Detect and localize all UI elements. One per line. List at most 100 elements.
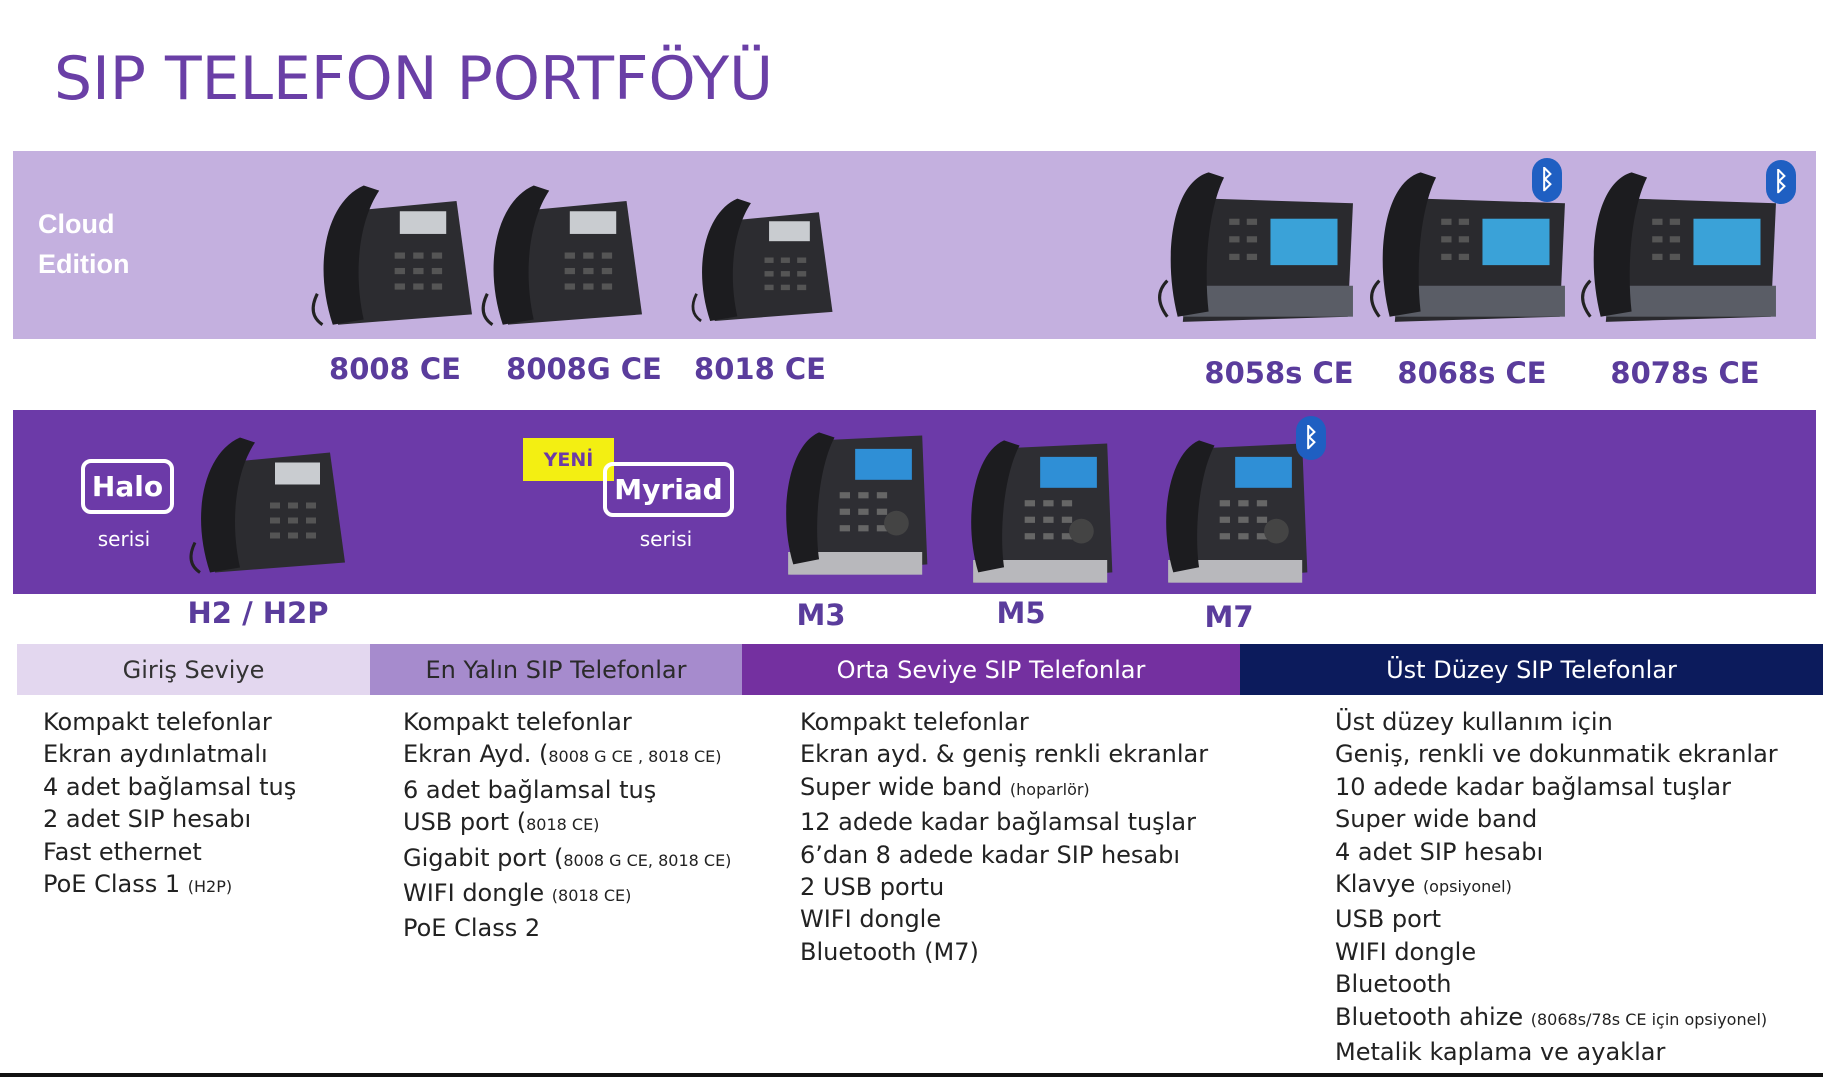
list-item-text: Kompakt telefonlar (800, 708, 1029, 736)
list-item-note: (H2P) (187, 877, 233, 897)
myriad-series-badge: Myriad (603, 462, 734, 517)
phone-h2-image (180, 420, 350, 585)
phone-8008g-ce-image (462, 170, 657, 335)
list-item: Fast ethernet (43, 836, 296, 868)
list-item-text: WIFI dongle (403, 879, 545, 908)
list-item: 4 adet bağlamsal tuş (43, 771, 296, 803)
list-item-text: Metalik kaplama ve ayaklar (1335, 1038, 1666, 1067)
list-item-text: 6’dan 8 adede kadar SIP hesabı (800, 840, 1181, 869)
cloud-edition-line2: Edition (38, 249, 130, 279)
phone-m5-image (945, 428, 1125, 593)
model-label: 8018 CE (694, 352, 826, 386)
cloud-edition-label: Cloud Edition (38, 204, 129, 284)
list-item-text: Ekran ayd. & geniş renkli ekranlar (800, 740, 1209, 769)
list-item: Bluetooth (M7) (800, 936, 1208, 968)
list-item-text: Gigabit port ( (403, 843, 564, 872)
list-item-text: Super wide band (800, 772, 1003, 801)
list-item: Kompakt telefonlar (800, 706, 1208, 738)
list-item-text: Fast ethernet (43, 837, 202, 866)
list-item: 6’dan 8 adede kadar SIP hesabı (800, 839, 1208, 871)
list-item: Kompakt telefonlar (43, 706, 296, 738)
list-item-text: 2 USB portu (800, 873, 945, 902)
list-item-note: (8068s/78s CE için opsiyonel) (1530, 1009, 1768, 1029)
list-item: Super wide band (1335, 803, 1778, 835)
list-item: WIFI dongle (8018 CE) (403, 877, 731, 912)
phone-8058s-ce-image (1150, 162, 1360, 327)
bluetooth-icon: ᛒ (1296, 416, 1326, 460)
list-item-note: (opsiyonel) (1422, 877, 1512, 897)
list-item-text: Geniş, renkli ve dokunmatik ekranlar (1335, 740, 1778, 769)
list-item-text: Ekran aydınlatmalı (43, 740, 268, 769)
list-item: Ekran aydınlatmalı (43, 738, 296, 770)
list-item: 4 adet SIP hesabı (1335, 836, 1778, 868)
list-item: Geniş, renkli ve dokunmatik ekranlar (1335, 738, 1778, 770)
list-item-text: Super wide band (1335, 805, 1538, 834)
list-item: PoE Class 2 (403, 912, 731, 944)
list-item-note: 8008 G CE , 8018 CE) (548, 747, 722, 767)
list-item: Ekran Ayd. (8008 G CE , 8018 CE) (403, 738, 731, 773)
list-item-text: Bluetooth (1335, 970, 1452, 999)
list-item: USB port (8018 CE) (403, 806, 731, 841)
list-item-text: Ekran Ayd. ( (403, 740, 549, 769)
list-item-note: 8018 CE) (526, 815, 600, 835)
phone-8018-ce-image (675, 185, 845, 330)
myriad-series-sub: serisi (639, 527, 693, 551)
model-label: 8008 CE (329, 352, 461, 386)
list-item-text: 4 adet SIP hesabı (1335, 837, 1544, 866)
header-entry-level: Giriş Seviye (17, 644, 370, 695)
halo-series-sub: serisi (97, 527, 151, 551)
header-high-end: Üst Düzey SIP Telefonlar (1240, 644, 1823, 695)
list-item-text: 4 adet bağlamsal tuş (43, 772, 297, 801)
model-label: M7 (1204, 600, 1254, 634)
phone-m3-image (760, 420, 940, 585)
list-item-text: Kompakt telefonlar (403, 708, 632, 736)
list-item-text: Kompakt telefonlar (43, 708, 272, 736)
list-item-text: USB port (1335, 905, 1442, 934)
list-item: 2 USB portu (800, 871, 1208, 903)
bottom-border (0, 1073, 1823, 1077)
new-badge: YENİ (523, 438, 614, 481)
list-item-text: USB port ( (403, 808, 527, 837)
phone-m7-image (1140, 428, 1320, 593)
model-label: M3 (796, 598, 846, 632)
list-item: PoE Class 1 (H2P) (43, 868, 296, 903)
list-item-text: Klavye (1335, 870, 1416, 899)
list-item-note: (hoparlör) (1009, 779, 1090, 799)
list-item: 12 adede kadar bağlamsal tuşlar (800, 806, 1208, 838)
model-label: 8008G CE (506, 352, 662, 386)
list-item-text: 10 adede kadar bağlamsal tuşlar (1335, 772, 1731, 801)
list-item: 10 adede kadar bağlamsal tuşlar (1335, 771, 1778, 803)
model-label: 8058s CE (1204, 356, 1354, 390)
model-label: 8068s CE (1397, 356, 1547, 390)
header-basic-sip: En Yalın SIP Telefonlar (370, 644, 742, 695)
list-item-text: Üst düzey kullanım için (1335, 708, 1613, 736)
model-label: 8078s CE (1610, 356, 1760, 390)
model-label: H2 / H2P (187, 596, 329, 630)
list-item-text: PoE Class 2 (403, 914, 541, 943)
list-item-text: 6 adet bağlamsal tuş (403, 775, 657, 804)
list-item: Kompakt telefonlar (403, 706, 731, 738)
halo-series-badge: Halo (81, 459, 174, 514)
list-item: Klavye (opsiyonel) (1335, 868, 1778, 903)
list-item-text: 12 adede kadar bağlamsal tuşlar (800, 808, 1196, 837)
page-title: SIP TELEFON PORTFÖYÜ (54, 44, 774, 114)
list-item: WIFI dongle (800, 903, 1208, 935)
list-item-note: 8008 G CE, 8018 CE) (563, 850, 732, 870)
list-item-text: PoE Class 1 (43, 870, 181, 899)
list-item-note: (8018 CE) (551, 886, 632, 906)
header-mid-level: Orta Seviye SIP Telefonlar (742, 644, 1240, 695)
list-item: WIFI dongle (1335, 936, 1778, 968)
list-item: USB port (1335, 903, 1778, 935)
list-item: Üst düzey kullanım için (1335, 706, 1778, 738)
list-item-text: WIFI dongle (800, 905, 942, 934)
bluetooth-icon: ᛒ (1532, 158, 1562, 202)
phone-8078s-ce-image (1568, 162, 1788, 327)
bluetooth-icon: ᛒ (1766, 160, 1796, 204)
phone-8008-ce-image (292, 170, 487, 335)
cloud-edition-line1: Cloud (38, 209, 115, 239)
